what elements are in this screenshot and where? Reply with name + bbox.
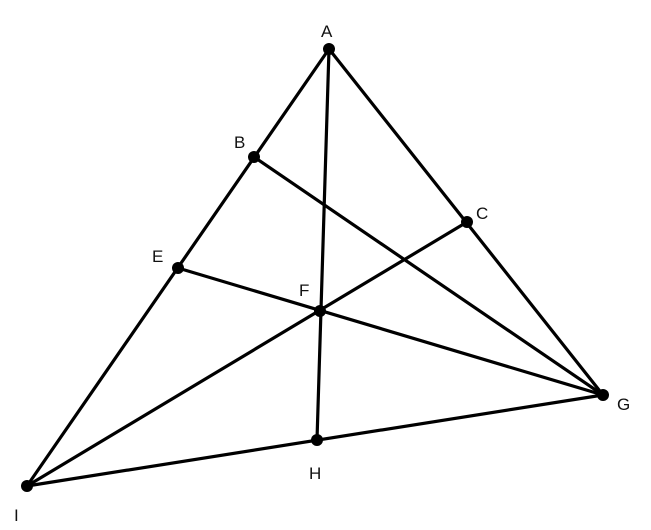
point-label-A: A [321, 22, 333, 41]
point-label-I: I [14, 506, 19, 525]
segment-BG [252, 155, 605, 397]
segment-IC [25, 220, 469, 488]
point-I [21, 480, 33, 492]
point-label-G: G [617, 395, 630, 414]
point-label-C: C [476, 204, 488, 223]
point-A [323, 43, 335, 55]
point-H [311, 434, 323, 446]
point-E [172, 262, 184, 274]
segment-EG [176, 266, 605, 397]
point-label-F: F [299, 281, 309, 300]
point-B [248, 151, 260, 163]
point-C [461, 216, 473, 228]
point-F [314, 305, 326, 317]
point-label-B: B [234, 133, 245, 152]
segment-AH [315, 47, 331, 442]
point-label-H: H [309, 464, 321, 483]
point-label-E: E [152, 247, 163, 266]
point-G [597, 389, 609, 401]
